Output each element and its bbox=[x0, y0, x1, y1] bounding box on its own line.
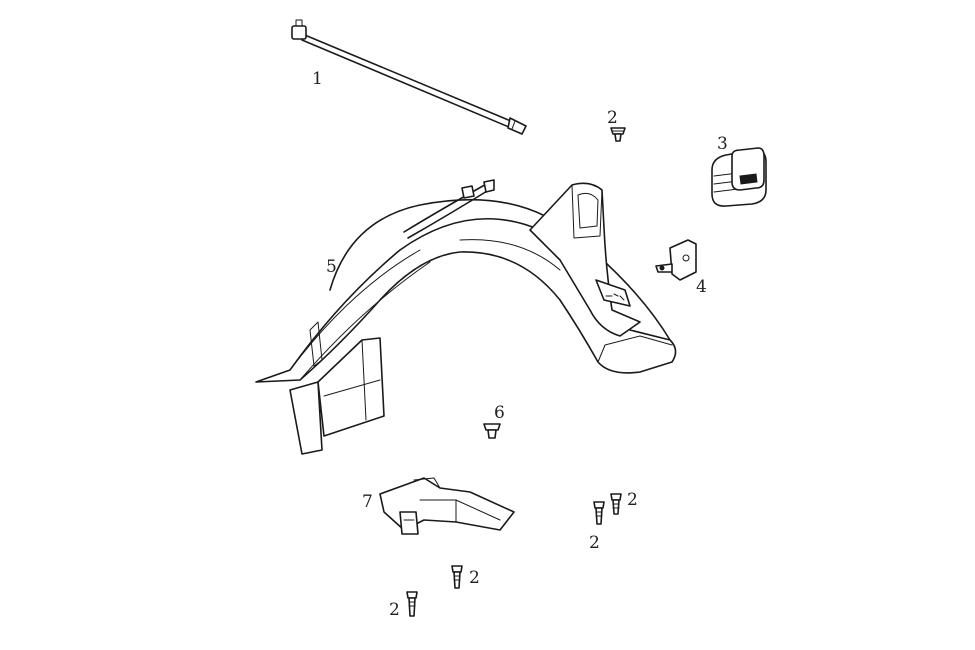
reflector-lamp-part bbox=[711, 147, 767, 207]
callout-3a: 3 bbox=[717, 134, 728, 154]
callout-2a: 2 bbox=[607, 108, 618, 128]
callout-2e: 2 bbox=[389, 600, 400, 620]
callout-2b: 2 bbox=[627, 490, 638, 510]
screw-part-2c bbox=[593, 501, 605, 525]
mudflap-plate-part bbox=[379, 477, 515, 535]
callout-5a: 5 bbox=[326, 257, 337, 277]
screw-part-2e bbox=[406, 591, 418, 617]
callout-2c: 2 bbox=[589, 533, 600, 553]
screw-part-2d bbox=[451, 565, 463, 589]
screw-part-2b bbox=[610, 493, 622, 515]
rivet-part bbox=[483, 423, 501, 439]
callout-6a: 6 bbox=[494, 403, 505, 423]
callout-4a: 4 bbox=[696, 277, 707, 297]
screw-part bbox=[610, 127, 626, 142]
callout-1a: 1 bbox=[312, 69, 323, 89]
cable-rod-part bbox=[291, 19, 527, 135]
callout-2d: 2 bbox=[469, 568, 480, 588]
bracket-part bbox=[655, 239, 697, 281]
callout-7a: 7 bbox=[362, 492, 373, 512]
rear-fender-part bbox=[255, 179, 677, 455]
